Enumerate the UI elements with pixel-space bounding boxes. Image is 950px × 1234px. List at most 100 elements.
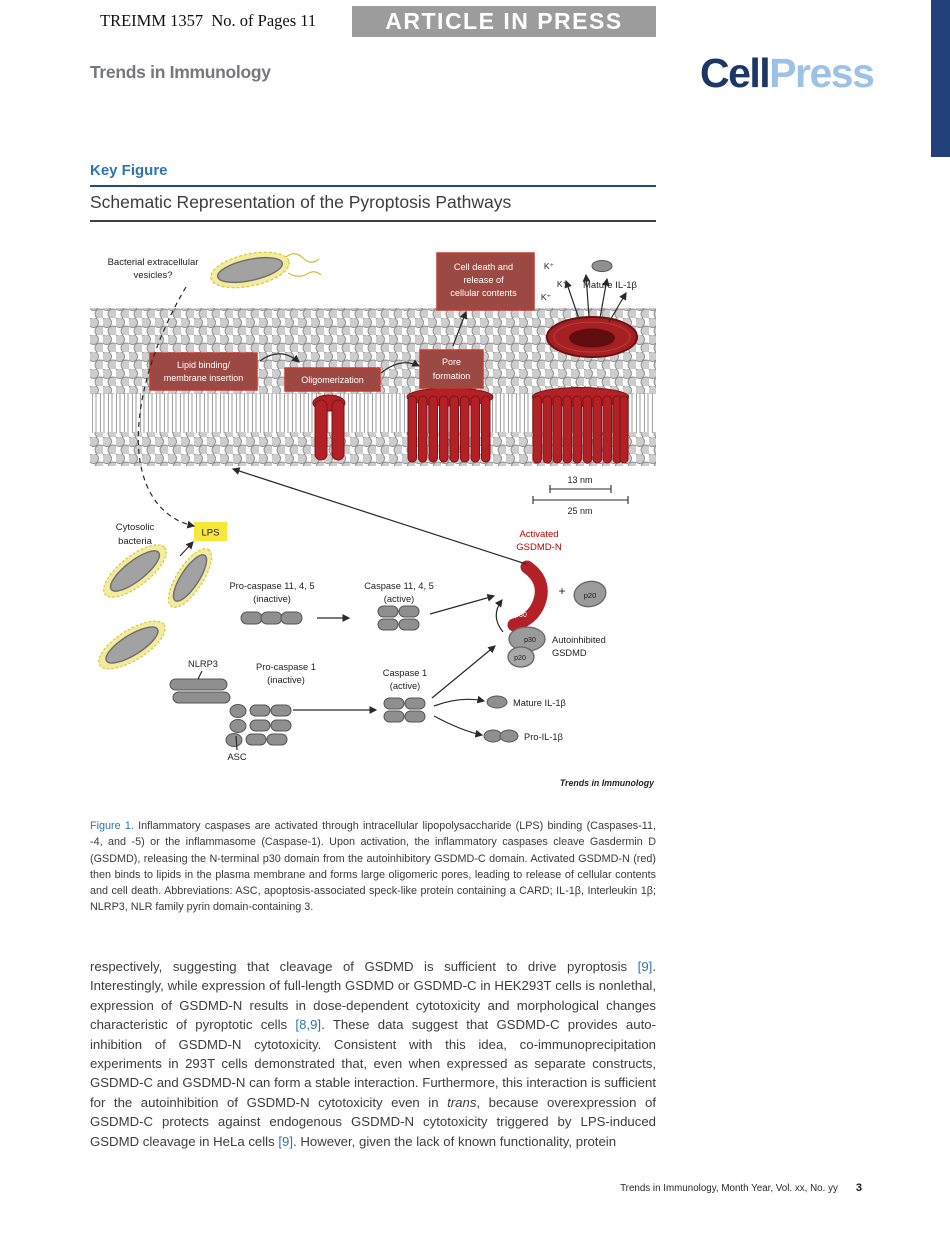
page-number: 3 (855, 1182, 862, 1194)
label-k-plus: K⁺ (544, 261, 555, 271)
caspase-1-active (383, 697, 426, 723)
label-p30: p30 (515, 612, 527, 619)
label-pro-caspase-11-state: (inactive) (253, 594, 291, 604)
label-p20: p20 (584, 591, 597, 600)
p20-domain (573, 580, 607, 608)
pyroptosis-figure: Bacterial extracellular vesicles? Cytoso… (90, 233, 656, 795)
text-segment: respectively, suggesting that cleavage o… (90, 959, 638, 974)
mature-il1b-protein (486, 695, 508, 709)
label-k-plus: K⁺ (541, 292, 552, 302)
pore-top-view (546, 316, 638, 358)
label-nlrp3: NLRP3 (188, 659, 218, 669)
citation-link[interactable]: [9] (637, 959, 653, 974)
label-pro-il1b: Pro-IL-1β (524, 732, 563, 742)
gsdmd-monomer-inserted (312, 394, 346, 461)
label-caspase-11: Caspase 11, 4, 5 (364, 581, 434, 591)
cytosolic-bacteria-cluster (98, 544, 213, 670)
gsdmd-membrane-structures (312, 387, 629, 464)
label-activated-gsdmd: GSDMD-N (516, 542, 562, 553)
text-segment: , because overexpression of GSDMD-C prot… (90, 1094, 656, 1149)
label-pro-caspase-1: Pro-caspase 1 (256, 662, 316, 672)
lps-tag (194, 522, 227, 541)
caspase-11-active (377, 605, 420, 631)
page-edge-accent-bar (931, 0, 950, 157)
footer-citation: Trends in Immunology, Month Year, Vol. x… (620, 1183, 838, 1194)
divider-bottom (90, 220, 656, 222)
figure-title: Schematic Representation of the Pyroptos… (90, 192, 512, 212)
label-auto-p30: p30 (524, 637, 536, 644)
pathway-arrows (137, 273, 627, 751)
manuscript-info: TREIMM 1357 No. of Pages 11 (100, 11, 317, 30)
figure-labels: Bacterial extracellular vesicles? Cytoso… (108, 257, 656, 788)
page-footer: Trends in Immunology, Month Year, Vol. x… (400, 1182, 862, 1194)
label-auto-p20: p20 (514, 655, 526, 662)
pro-il1b-protein (499, 729, 519, 743)
label-autoinhibited: GSDMD (552, 648, 587, 658)
key-figure-label: Key Figure (90, 162, 168, 179)
label-caspase-11-state: (active) (384, 594, 414, 604)
journal-name: Trends in Immunology (90, 62, 271, 82)
label-plus: + (558, 584, 565, 598)
label-bacterial-vesicles: vesicles? (133, 270, 172, 281)
label-k-plus: K⁺ (557, 279, 568, 289)
logo-press-text: Press (769, 50, 875, 96)
inflammasome-complex (169, 678, 292, 747)
label-caspase-1-state: (active) (390, 681, 420, 691)
label-cell-death: cellular contents (450, 288, 517, 298)
citation-link[interactable]: [9] (278, 1133, 294, 1149)
flagellum (287, 271, 322, 277)
label-lipid-binding: Lipid binding/ (177, 360, 231, 370)
pyroptosis-diagram: Bacterial extracellular vesicles? Cytoso… (90, 251, 656, 788)
caspase-proteins (169, 260, 613, 747)
figure-label: Figure 1. (90, 820, 134, 832)
text-segment: . These data suggest that GSDMD-C provid… (90, 1017, 656, 1110)
figure-caption: Figure 1. Inflammatory caspases are acti… (90, 818, 656, 916)
article-in-press-text: ARTICLE IN PRESS (385, 8, 623, 34)
label-lipid-binding: membrane insertion (164, 373, 244, 383)
citation-link[interactable]: [8,9] (295, 1017, 322, 1033)
label-cell-death: release of (463, 275, 504, 285)
label-lps: LPS (202, 528, 220, 539)
pro-caspase-11-chain (240, 611, 303, 625)
label-oligomerization: Oligomerization (301, 375, 364, 385)
label-cell-death: Cell death and (454, 262, 513, 272)
text-segment: trans (447, 1094, 477, 1110)
label-cytosolic-bacteria: bacteria (118, 536, 153, 547)
body-paragraph: respectively, suggesting that cleavage o… (90, 957, 656, 1151)
divider-top (90, 185, 656, 187)
cell-death-box (436, 252, 535, 311)
label-bacterial-vesicles: Bacterial extracellular (108, 257, 199, 268)
lipid-binding-box (149, 352, 258, 391)
logo-cell-text: Cell (700, 50, 771, 96)
label-cytosolic-bacteria: Cytosolic (116, 522, 155, 533)
oligomeric-pore-large (532, 387, 629, 464)
label-mature-il1b-top: Mature IL-1β (583, 280, 638, 291)
cellpress-logo: CellPress (700, 50, 875, 97)
text-segment: . However, given the lack of known funct… (293, 1133, 617, 1149)
text-segment: Inflammatory caspases are activated thro… (90, 820, 656, 914)
oligomeric-pore-medium (406, 387, 494, 463)
label-pore-formation: Pore (442, 357, 461, 367)
label-caspase-1: Caspase 1 (383, 668, 427, 678)
vesicle-entry-dashed-arrow (137, 286, 196, 529)
label-pro-caspase-11: Pro-caspase 11, 4, 5 (229, 581, 314, 591)
asc-pointer-line (235, 735, 238, 751)
text-segment: . Interestingly, while expression of ful… (90, 959, 656, 1033)
label-13nm: 13 nm (567, 475, 592, 485)
label-asc: ASC (227, 752, 246, 762)
process-boxes (149, 252, 535, 392)
size-brackets (532, 485, 629, 504)
label-mature-il1b: Mature IL-1β (513, 698, 566, 708)
pro-il1b-protein (483, 729, 503, 743)
activated-gsdmd-n-p30 (507, 560, 548, 632)
article-in-press-banner: ARTICLE IN PRESS (352, 6, 656, 37)
nlrp3-pointer-line (197, 670, 203, 680)
label-autoinhibited: Autoinhibited (552, 635, 606, 645)
autoinhibited-gsdmd (507, 626, 546, 668)
label-activated-gsdmd: Activated (519, 529, 558, 540)
extracellular-bacterium (210, 251, 322, 289)
oligomerization-box (284, 367, 381, 392)
label-pro-caspase-1-state: (inactive) (267, 675, 305, 685)
figure-credit: Trends in Immunology (560, 778, 655, 788)
